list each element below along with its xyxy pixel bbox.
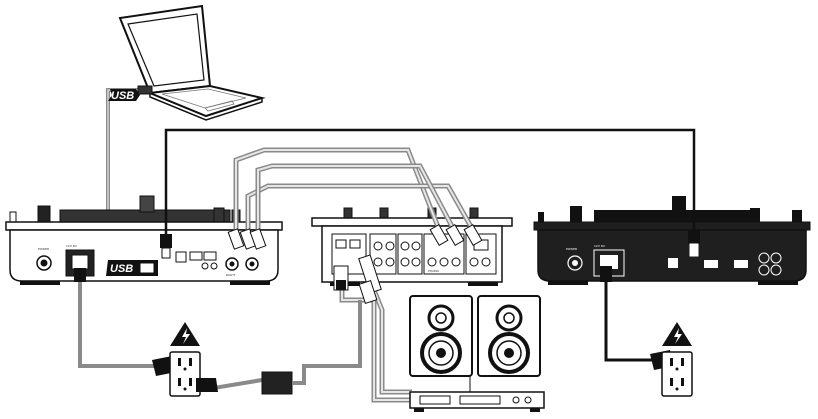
left-speaker <box>410 296 472 376</box>
right-power-outlet <box>662 352 692 396</box>
svg-text:POWER: POWER <box>38 247 49 251</box>
right-dj-controller: POWER 12V DC <box>534 196 810 285</box>
svg-text:12V DC: 12V DC <box>594 244 605 248</box>
usb-label-laptop-badge: USB <box>108 89 140 102</box>
left-power-cable <box>74 268 176 376</box>
svg-text:PHONO: PHONO <box>428 269 440 273</box>
right-warning-icon <box>662 322 692 346</box>
left-warning-icon <box>170 322 200 346</box>
svg-text:RIGHT: RIGHT <box>226 273 236 277</box>
left-power-outlet <box>170 352 200 396</box>
right-speaker <box>478 296 540 376</box>
usb-label-laptop: USB <box>111 90 134 102</box>
svg-text:POWER: POWER <box>566 247 577 251</box>
usb-label-deck: USB <box>110 263 133 275</box>
usb-label-deck-badge: USB <box>106 260 158 276</box>
power-adapter <box>196 300 360 394</box>
laptop <box>120 6 262 120</box>
svg-text:12V DC: 12V DC <box>66 244 77 248</box>
power-amplifier <box>410 392 544 412</box>
